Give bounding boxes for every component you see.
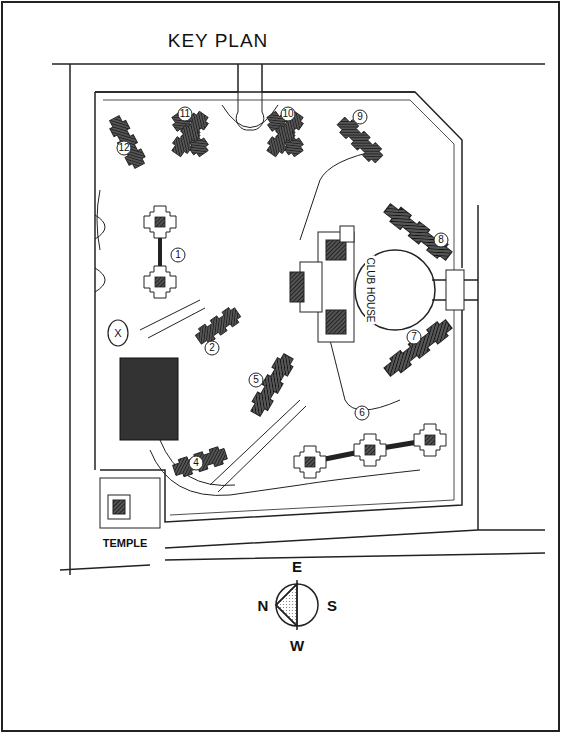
callout-number: 12: [118, 143, 129, 153]
callout-number: 4: [193, 458, 199, 468]
callout-number: 6: [359, 408, 365, 418]
callout-number: 8: [438, 235, 444, 245]
compass-letter: E: [292, 559, 302, 574]
callout-number: 1: [175, 250, 181, 260]
callout-number: 11: [180, 109, 190, 119]
compass-letter: S: [327, 598, 337, 613]
building-name: CLUB HOUSE: [365, 255, 375, 324]
callout-number: 5: [253, 375, 259, 385]
callout-number: 2: [209, 343, 215, 353]
callout-number: 10: [282, 109, 293, 119]
compass-letter: N: [258, 598, 269, 613]
place-name: TEMPLE: [103, 538, 148, 549]
map-marker: X: [114, 328, 121, 339]
compass-letter: W: [290, 638, 304, 653]
callout-number: 9: [357, 112, 363, 122]
callout-number: 7: [411, 332, 417, 342]
title: KEY PLAN: [168, 31, 269, 50]
